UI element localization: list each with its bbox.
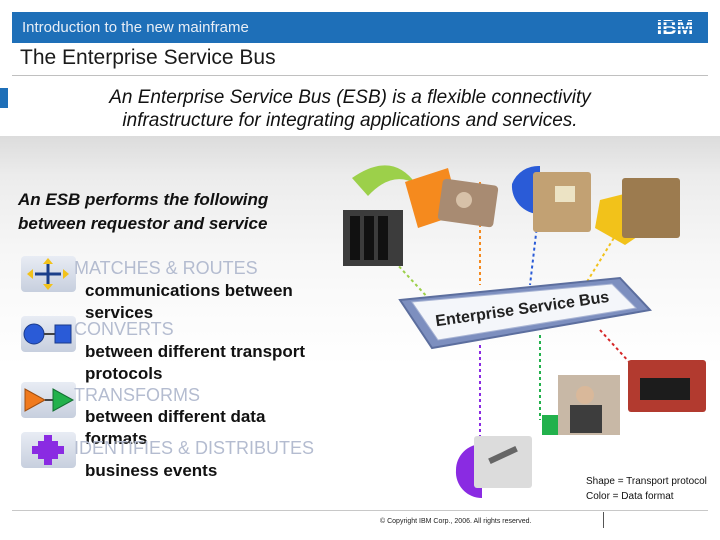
bullet-desc-converts: between different transport protocols: [85, 341, 355, 385]
enterprise-service-bus: Enterprise Service Bus: [398, 276, 652, 350]
orange-endpoint: [405, 168, 499, 228]
bullet-keyword-converts: CONVERTS: [74, 319, 174, 339]
green-endpoint: [542, 375, 620, 435]
slide-marker: [0, 88, 8, 108]
bullet-desc-line: business events: [85, 461, 218, 480]
shape-convert-icon: [21, 316, 76, 352]
legend-color-line: Color = Data format: [586, 491, 674, 502]
bullet-desc-line: protocols: [85, 364, 163, 383]
yellow-endpoint: [595, 178, 680, 245]
page-title: The Enterprise Service Bus: [20, 46, 276, 69]
ibm-logo-icon: IBM: [652, 17, 698, 37]
bullet-desc-line: services: [85, 303, 154, 322]
arrows-routing-icon: [21, 256, 76, 292]
triangle-transform-icon: [21, 382, 76, 418]
title-divider: [12, 75, 708, 76]
footer-divider: [12, 510, 708, 511]
section-heading-line-2: between requestor and service: [18, 214, 268, 233]
green-swoosh-shape: [352, 165, 416, 196]
footer-tick: [603, 512, 604, 528]
bullet-keyword-identifies-distributes: IDENTIFIES & DISTRIBUTES: [74, 438, 315, 458]
intro-line-1: An Enterprise Service Bus (ESB) is a fle…: [109, 87, 591, 108]
esb-diagram: Enterprise Service Bus: [343, 165, 706, 499]
blue-endpoint: [511, 165, 591, 232]
section-heading: An ESB performs the following between re…: [18, 188, 338, 236]
legend-shape-line: Shape = Transport protocol: [586, 476, 707, 487]
bullet-desc-line: formats: [85, 429, 148, 448]
copyright: © Copyright IBM Corp., 2006. All rights …: [380, 518, 532, 525]
header-title: Introduction to the new mainframe: [22, 19, 249, 36]
red-endpoint: [628, 360, 706, 412]
puzzle-distribute-icon: [21, 432, 76, 468]
content-background: [0, 136, 720, 510]
intro-line-2: infrastructure for integrating applicati…: [122, 110, 578, 131]
bullet-keyword-matches-routes: MATCHES & ROUTES: [74, 258, 258, 278]
bullet-desc-line: between different data: [85, 407, 266, 426]
bullet-keyword-transforms: TRANSFORMS: [74, 385, 200, 405]
legend: Shape = Transport protocol Color = Data …: [586, 474, 707, 504]
bullet-desc-transforms: between different data formats: [85, 406, 355, 450]
header-bar: Introduction to the new mainframe IBM: [12, 12, 708, 43]
section-heading-line-1: An ESB performs the following: [18, 190, 269, 209]
bullet-desc-line: communications between: [85, 281, 293, 300]
purple-endpoint: [455, 436, 532, 499]
bullet-desc-line: between different transport: [85, 342, 306, 361]
svg-text:IBM: IBM: [657, 17, 694, 37]
server-endpoint: [343, 210, 403, 266]
intro-text: An Enterprise Service Bus (ESB) is a fle…: [60, 86, 640, 132]
bullet-desc-matches-routes: communications between services: [85, 280, 355, 324]
bullet-desc-identifies-distributes: business events: [85, 460, 355, 482]
